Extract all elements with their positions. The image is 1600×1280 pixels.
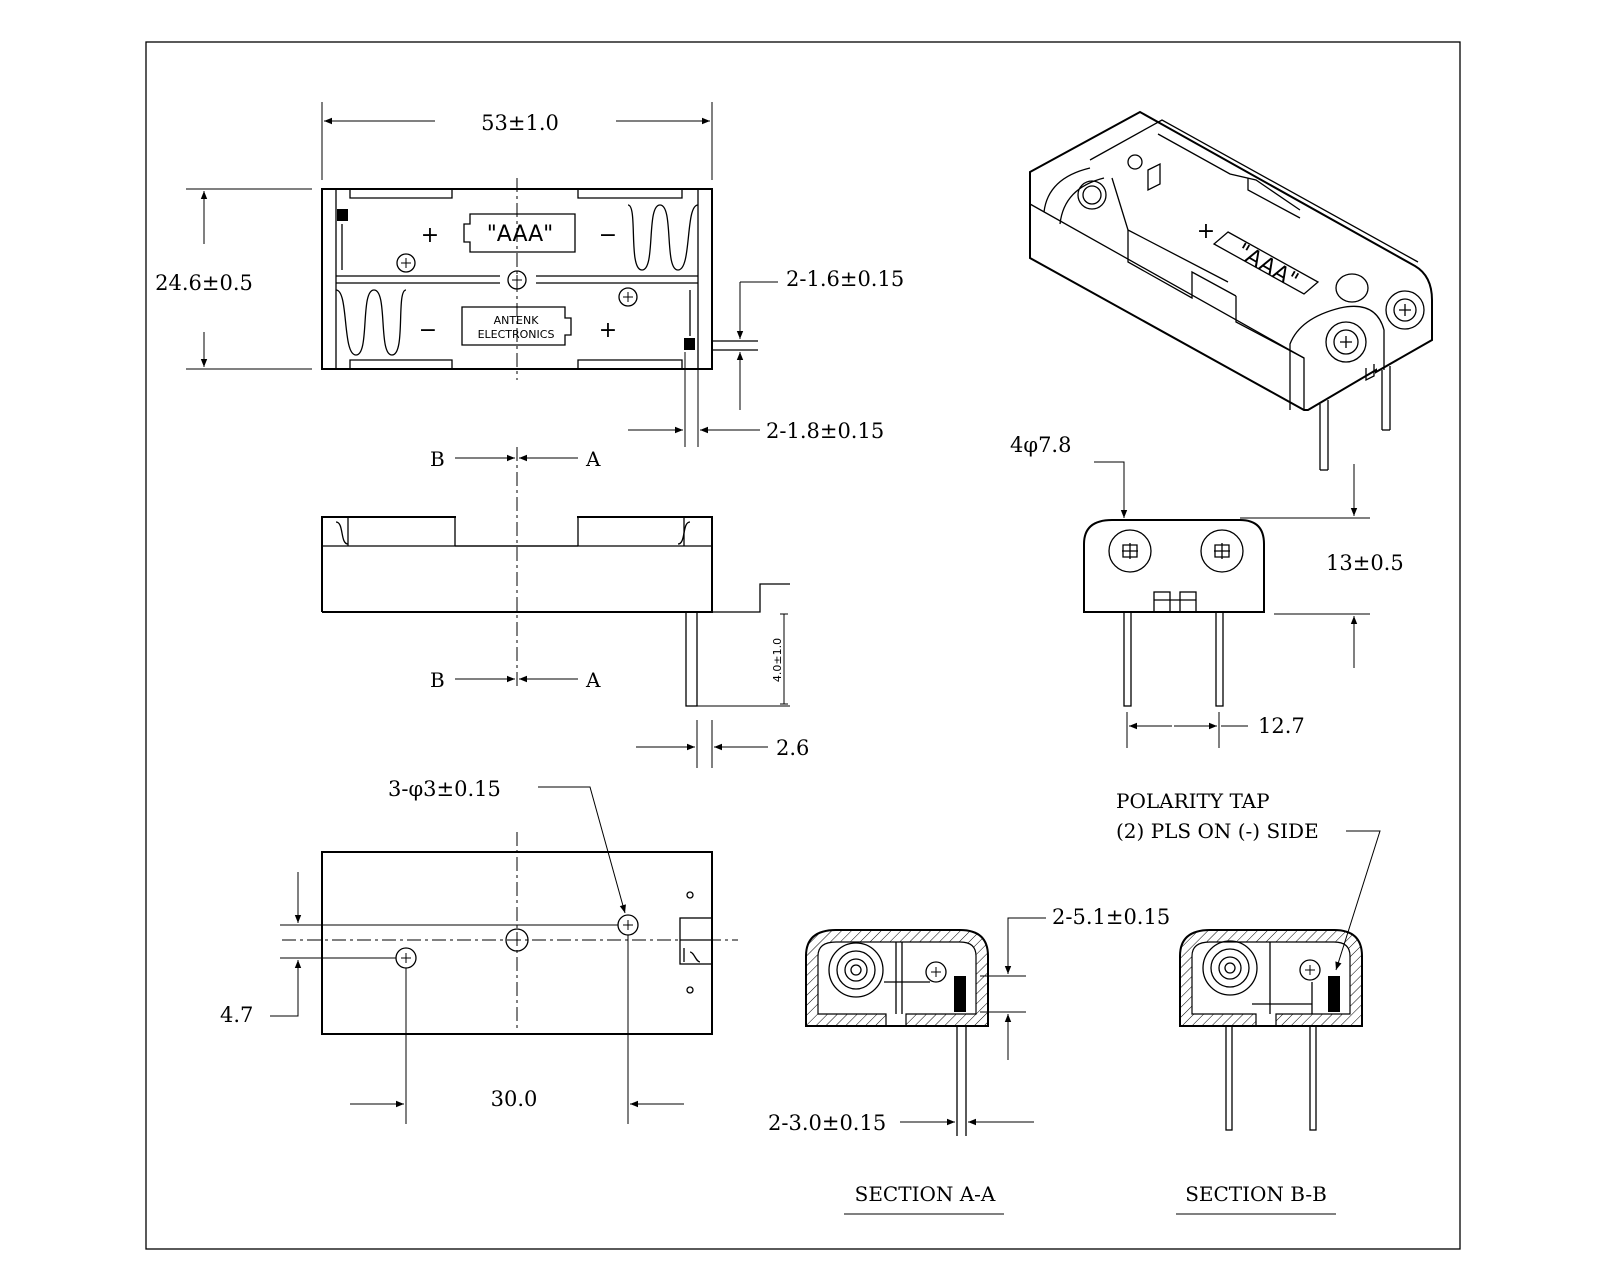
dim-pin-width: 2-1.8±0.15 [766,419,884,443]
dim-pin-offset: 2.6 [776,736,809,760]
drawing-frame [145,41,1461,1250]
dim-pin-pitch: 12.7 [1258,714,1305,738]
brand-line2: ELECTRONICS [478,328,555,341]
end-view [1083,519,1265,707]
top-view: "AAA" ANTENK ELECTRONICS + − − + [321,178,758,380]
dim-pin-thickness: 2-1.6±0.15 [786,267,904,291]
plus-sign-upper: + [421,223,439,248]
dim-overall-length: 53±1.0 [481,111,559,135]
section-a-a-title: SECTION A-A [855,1182,996,1206]
section-a-a-dimensions: 2-5.1±0.15 2-3.0±0.15 [768,905,1170,1135]
dim-pin-length: 4.0±1.0 [771,638,784,682]
section-mark-a-bottom: A [585,668,601,692]
aaa-label-top: "AAA" [487,222,554,247]
top-view-dimensions: 53±1.0 24.6±0.5 2-1.6±0.15 2-1.8±0.15 [155,102,904,447]
bottom-view-dimensions: 3-φ3±0.15 4.7 30.0 [220,777,684,1124]
section-b-b [1179,929,1363,1131]
bottom-view [282,832,738,1035]
front-view-dimensions: 4.0±1.0 2.6 [636,613,809,768]
section-b-b-title: SECTION B-B [1185,1182,1327,1206]
aaa-label-iso: "AAA" [1232,239,1302,294]
dim-mount-holes: 3-φ3±0.15 [388,777,501,801]
polarity-note-line2: (2) PLS ON (-) SIDE [1116,819,1319,843]
dim-tab-height: 2-5.1±0.15 [1052,905,1170,929]
iso-view: "AAA" + [1029,110,1433,471]
section-mark-a-top: A [585,447,601,471]
minus-sign-upper: − [599,223,617,248]
dim-tab-width: 2-3.0±0.15 [768,1111,886,1135]
end-view-dimensions: 4φ7.8 13±0.5 12.7 [1010,433,1404,748]
minus-sign-lower: − [419,318,437,343]
dim-height: 13±0.5 [1326,551,1404,575]
brand-line1: ANTENK [494,314,540,327]
dim-hole-offset-y: 4.7 [220,1003,253,1027]
plus-sign-lower: + [599,318,617,343]
plus-sign-iso: + [1197,219,1215,244]
section-mark-b-top: B [430,447,445,471]
dim-overall-width: 24.6±0.5 [155,271,253,295]
dim-hole-spacing: 30.0 [491,1087,538,1111]
polarity-note: POLARITY TAP (2) PLS ON (-) SIDE [1116,789,1381,971]
section-mark-b-bottom: B [430,668,445,692]
polarity-note-line1: POLARITY TAP [1116,789,1270,813]
front-view: B A B A [321,447,790,707]
section-a-a [805,929,989,1136]
dim-screw-diameter: 4φ7.8 [1010,433,1071,457]
